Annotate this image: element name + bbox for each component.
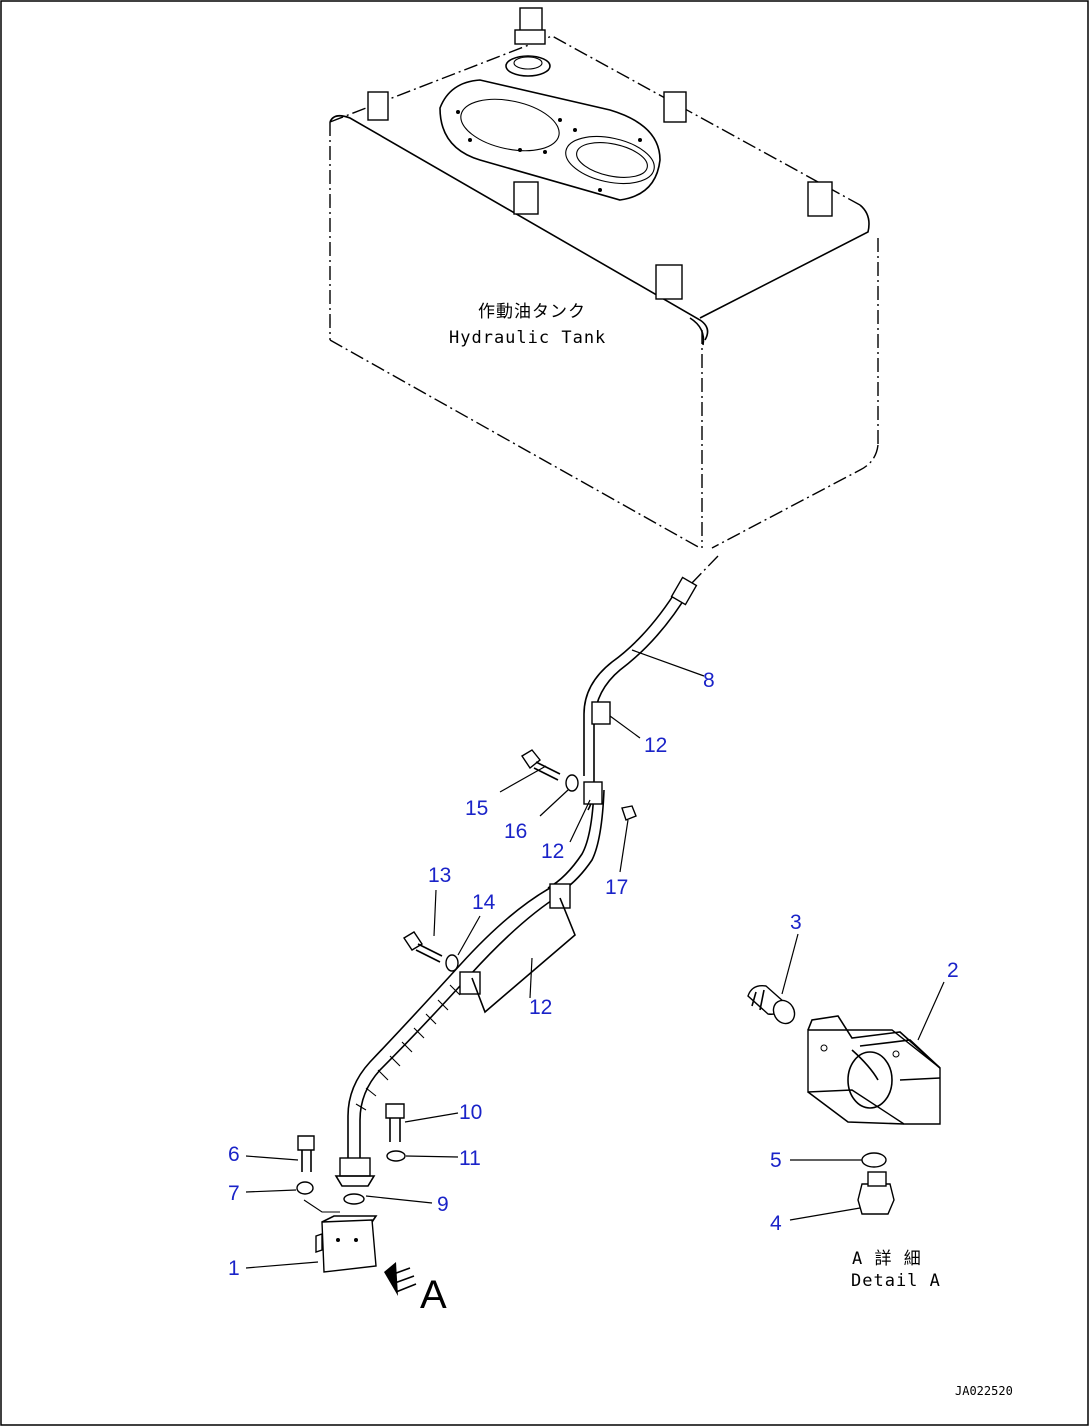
hydraulic-tank: 作動油タンク Hydraulic Tank [329,7,879,549]
detail-label-en: Detail A [851,1271,941,1291]
callout-9: 9 [437,1193,449,1216]
callout-15: 15 [465,797,488,820]
detail-a: A 詳 細 Detail A [747,985,941,1291]
callout-8: 8 [703,669,715,692]
callout-1: 1 [228,1257,240,1280]
callout-10: 10 [459,1101,482,1124]
callout-11: 11 [459,1147,481,1170]
fasteners [296,749,637,1213]
detail-marker: A [420,1273,447,1317]
drawing-code: JA022520 [955,1384,1013,1398]
hose-assembly [334,555,719,1187]
callout-7: 7 [228,1182,240,1205]
detail-label-jp: A 詳 細 [852,1249,922,1269]
callout-14: 14 [472,891,496,914]
callout-2: 2 [947,959,959,982]
callout-12-upper: 12 [644,734,667,757]
clamps [459,701,611,1014]
valve-block-1: A [315,1215,447,1317]
callout-17: 17 [605,876,628,899]
leader-lines [245,649,945,1269]
callout-5: 5 [770,1149,782,1172]
callout-numbers: 1 2 3 4 5 6 7 8 9 10 11 12 12 12 13 14 1… [228,669,959,1280]
callout-3: 3 [790,911,802,934]
tank-label-en: Hydraulic Tank [449,328,606,348]
callout-4: 4 [770,1212,782,1235]
callout-13: 13 [428,864,451,887]
callout-6: 6 [228,1143,240,1166]
callout-12-middle: 12 [541,840,564,863]
tank-label-jp: 作動油タンク [478,302,586,322]
callout-12-lower: 12 [529,996,552,1019]
callout-16: 16 [504,820,527,843]
